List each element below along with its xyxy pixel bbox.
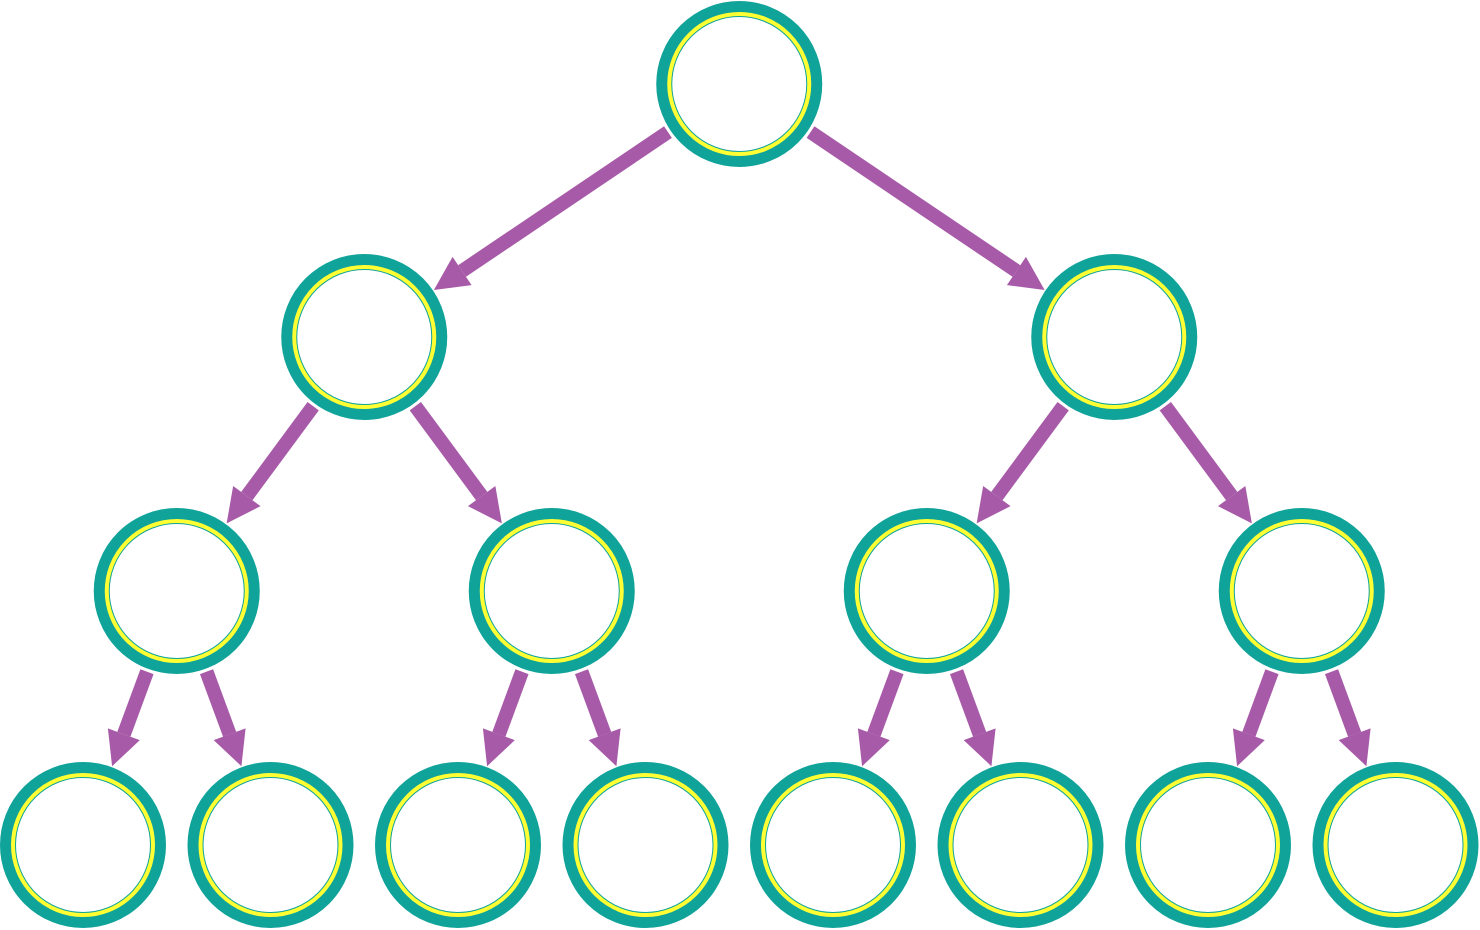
tree-node [1218, 508, 1385, 674]
edge-arrow [1232, 669, 1279, 767]
edge-arrow-head [1217, 485, 1252, 524]
node-inner-ring [292, 265, 437, 409]
edge-arrow-shaft [949, 669, 987, 737]
node-outer-ring [375, 762, 541, 928]
edge-arrow-shaft [1159, 402, 1238, 501]
edge-arrow-head [213, 728, 246, 767]
edge-arrow [409, 402, 502, 524]
tree-node [468, 508, 635, 674]
tree-node [187, 762, 354, 928]
edge-arrow [574, 669, 621, 767]
edge-arrow-shaft [574, 669, 612, 737]
node-inner-ring [667, 12, 812, 156]
node-outer-ring [187, 762, 354, 928]
node-outer-ring [1031, 254, 1198, 420]
edge-arrow-shaft [117, 669, 154, 737]
edge-arrow-shaft [867, 669, 904, 737]
tree-node [93, 508, 260, 674]
edge-arrow-shaft [1324, 669, 1362, 737]
node-outer-ring [750, 762, 916, 928]
edge-arrow-shaft [241, 402, 319, 501]
node-outer-ring [562, 762, 729, 928]
edge-arrow-head [467, 485, 502, 524]
edge-arrow-head [976, 485, 1011, 524]
edge-arrow [482, 669, 529, 767]
edge-arrow-head [1006, 256, 1045, 291]
edge-arrow-head [226, 485, 261, 524]
edge-arrow-head [1232, 728, 1265, 767]
edge-arrow-shaft [806, 126, 1021, 277]
node-outer-ring [656, 1, 823, 167]
node-inner-ring [1229, 519, 1374, 663]
edge-arrow [806, 126, 1045, 291]
node-outer-ring [1218, 508, 1385, 674]
edge-arrow [1324, 669, 1371, 767]
node-inner-ring [198, 773, 343, 917]
edge-arrow-head [433, 256, 472, 291]
edge-arrow-shaft [458, 126, 672, 277]
tree-node [656, 1, 823, 167]
tree-node [1125, 762, 1291, 928]
tree-node [843, 508, 1010, 674]
edge-arrow [107, 669, 154, 767]
edge-arrow [1159, 402, 1252, 524]
node-inner-ring [104, 519, 249, 663]
node-outer-ring [0, 762, 166, 928]
edge-arrow [226, 402, 319, 524]
edge-arrow-head [588, 728, 621, 767]
node-outer-ring [1125, 762, 1291, 928]
tree-node [281, 254, 448, 420]
edge-arrow-shaft [199, 669, 237, 737]
edge-arrow-shaft [409, 402, 488, 501]
edge-arrow-head [1338, 728, 1371, 767]
node-inner-ring [1323, 773, 1468, 917]
tree-node [937, 762, 1104, 928]
node-inner-ring [11, 773, 155, 917]
node-inner-ring [479, 519, 624, 663]
edge-arrow [976, 402, 1069, 524]
node-inner-ring [386, 773, 530, 917]
node-outer-ring [843, 508, 1010, 674]
edge-arrow-shaft [492, 669, 529, 737]
tree-edges [107, 126, 1371, 767]
edge-arrow-head [857, 728, 890, 767]
edge-arrow-head [963, 728, 996, 767]
node-outer-ring [281, 254, 448, 420]
edge-arrow-head [482, 728, 515, 767]
tree-node [375, 762, 541, 928]
node-inner-ring [1136, 773, 1280, 917]
edge-arrow-head [107, 728, 140, 767]
node-inner-ring [948, 773, 1093, 917]
node-inner-ring [573, 773, 718, 917]
tree-node [1312, 762, 1479, 928]
edge-arrow [857, 669, 904, 767]
node-outer-ring [937, 762, 1104, 928]
tree-node [0, 762, 166, 928]
node-outer-ring [468, 508, 635, 674]
node-inner-ring [1042, 265, 1187, 409]
node-outer-ring [1312, 762, 1479, 928]
node-inner-ring [854, 519, 999, 663]
edge-arrow-shaft [991, 402, 1069, 501]
edge-arrow [949, 669, 996, 767]
tree-node [1031, 254, 1198, 420]
node-inner-ring [761, 773, 905, 917]
tree-node [562, 762, 729, 928]
tree-node [750, 762, 916, 928]
edge-arrow [433, 126, 672, 291]
node-outer-ring [93, 508, 260, 674]
edge-arrow-shaft [1242, 669, 1279, 737]
edge-arrow [199, 669, 246, 767]
